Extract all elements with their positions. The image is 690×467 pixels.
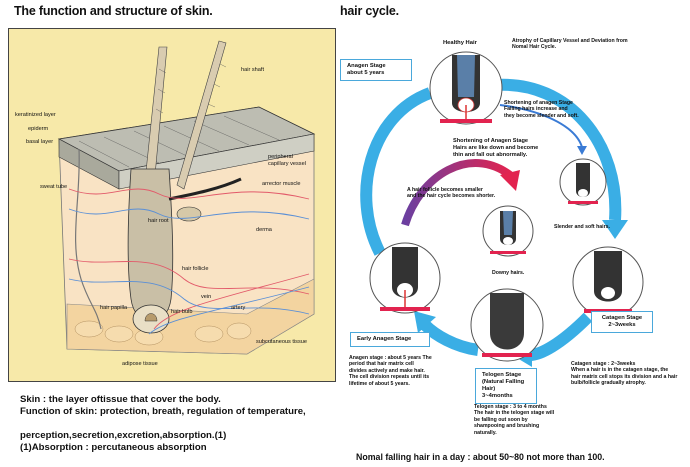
desc-line: Anagen stage : about 5 years The xyxy=(349,355,432,361)
note-line: they become slender and soft. xyxy=(504,112,579,119)
label-hair-shaft: hair shaft xyxy=(241,67,265,73)
anagen-box-line: Anagen Stage xyxy=(347,63,386,69)
telogen-stage-box: Telogen Stage (Natural Falling Hair) 3~4… xyxy=(475,368,537,404)
slender-hairs-label: Slender and soft hairs. xyxy=(554,224,610,230)
slender-hair-icon xyxy=(559,158,607,206)
telogen-box-line: 3~4months xyxy=(482,393,513,399)
caption-line: (1)Absorption : percutaneous absorption xyxy=(20,442,207,453)
catagen-box-line: Catagen Stage xyxy=(601,315,643,321)
anagen-description: Anagen stage : about 5 years The period … xyxy=(349,355,432,387)
falling-hair-footer: Nomal falling hair in a day : about 50~8… xyxy=(356,452,605,462)
catagen-stage-box: Catagen Stage 2~3weeks xyxy=(591,311,653,333)
label-peripheral: peripheral xyxy=(268,154,293,160)
downy-hairs-label: Downy hairs. xyxy=(492,270,525,276)
telogen-box-line: (Natural Falling Hair) xyxy=(482,379,525,392)
skin-structure-illustration xyxy=(57,40,316,355)
healthy-hair-icon xyxy=(429,51,503,125)
atrophy-line: Nomal Hair Cycle. xyxy=(512,44,557,51)
hair-cycle-title: hair cycle. xyxy=(340,4,399,18)
early-anagen-hair-icon xyxy=(369,242,441,314)
desc-line: lifetime of about 5 years. xyxy=(349,380,410,387)
catagen-description: Catagen stage : 2~3weeks When a hair is … xyxy=(571,361,677,387)
note-line: Shortening of anagen Stage xyxy=(504,100,573,106)
desc-line: naturally. xyxy=(474,429,497,436)
telogen-box-line: Telogen Stage xyxy=(482,372,522,378)
label-hair-bulb: hair bulb xyxy=(171,309,193,315)
catagen-hair-icon xyxy=(572,246,644,318)
label-sweat-tube: sweat tube xyxy=(40,184,68,190)
desc-line: The hair in the telogen stage will xyxy=(474,410,555,417)
note-line: and the hair cycle becomes shorter. xyxy=(407,193,496,200)
skin-caption: Skin : the layer oftissue that cover the… xyxy=(20,394,306,454)
desc-line: Telogen stage : 3 to 4 months xyxy=(474,404,547,410)
desc-line: bulb/follicle gradually atrophy. xyxy=(571,380,646,387)
note-line: thin and fall out abnormally. xyxy=(453,152,528,158)
label-arrector-muscle: arrector muscle xyxy=(262,181,301,187)
desc-line: hair matrix cell stops its division and … xyxy=(571,373,678,380)
label-adipose-tissue: adipose tissue xyxy=(122,361,158,367)
skin-diagram-panel xyxy=(8,28,336,382)
label-epiderm: epiderm xyxy=(28,126,49,132)
hair-cycle-diagram xyxy=(360,51,644,367)
label-subcutaneous-tissue: subcutaneous tissue xyxy=(256,339,307,345)
desc-line: shampooing and brushing xyxy=(474,423,540,430)
desc-line: period that hair matrix cell xyxy=(349,361,414,368)
downy-hair-follicle-icon xyxy=(482,205,534,257)
label-hair-root: hair root xyxy=(148,218,169,224)
note-line: A hair follicle becomes smaller xyxy=(407,187,483,193)
note-line: Falling hairs increase and xyxy=(504,106,568,113)
shortening-anagen-note: Shortening of anagen Stage Falling hairs… xyxy=(504,100,579,119)
note-line: Shortening of Anagen Stage xyxy=(453,138,528,144)
label-basal-layer: basal layer xyxy=(26,139,54,145)
desc-line: be falling out soon by xyxy=(474,416,528,423)
desc-line: Catagen stage : 2~3weeks xyxy=(571,361,636,367)
desc-line: The cell division repeats until its xyxy=(349,374,430,381)
label-capillary-vessel: capillary vessel xyxy=(268,161,306,167)
skin-title: The function and structure of skin. xyxy=(14,4,213,18)
shortening-downy-note: Shortening of Anagen Stage Hairs are lik… xyxy=(453,138,538,159)
note-line: Hairs are like down and become xyxy=(453,145,539,151)
caption-line: Function of skin: protection, breath, re… xyxy=(20,406,306,417)
desc-line: divides actively and make hair. xyxy=(349,367,425,374)
label-vein: vein xyxy=(201,294,212,300)
label-hair-follicle: hair follicle xyxy=(182,266,209,272)
follicle-smaller-note: A hair follicle becomes smaller and the … xyxy=(407,187,495,200)
atrophy-line: Atrophy of Capillary Vessel and Deviatio… xyxy=(512,38,628,44)
catagen-box-line: 2~3weeks xyxy=(608,322,636,328)
label-hair-papilla: hair papilla xyxy=(100,305,128,311)
atrophy-note: Atrophy of Capillary Vessel and Deviatio… xyxy=(512,38,628,51)
early-anagen-box: Early Anagen Stage xyxy=(350,332,430,347)
healthy-hair-label: Healthy Hair xyxy=(443,40,477,46)
caption-line xyxy=(20,418,306,430)
desc-line: When a hair is in the catagen stage, the xyxy=(571,367,669,374)
telogen-hair-icon xyxy=(470,288,544,362)
anagen-stage-box: Anagen Stage about 5 years xyxy=(340,59,412,81)
caption-line: Skin : the layer oftissue that cover the… xyxy=(20,394,221,405)
caption-line: perception,secretion,excretion,absorptio… xyxy=(20,430,227,441)
anagen-box-line: about 5 years xyxy=(347,70,385,76)
telogen-description: Telogen stage : 3 to 4 months The hair i… xyxy=(474,404,554,436)
label-keratinized-layer: keratinized layer xyxy=(15,112,56,118)
label-artery: artery xyxy=(231,305,246,311)
label-derma: derma xyxy=(256,227,272,233)
